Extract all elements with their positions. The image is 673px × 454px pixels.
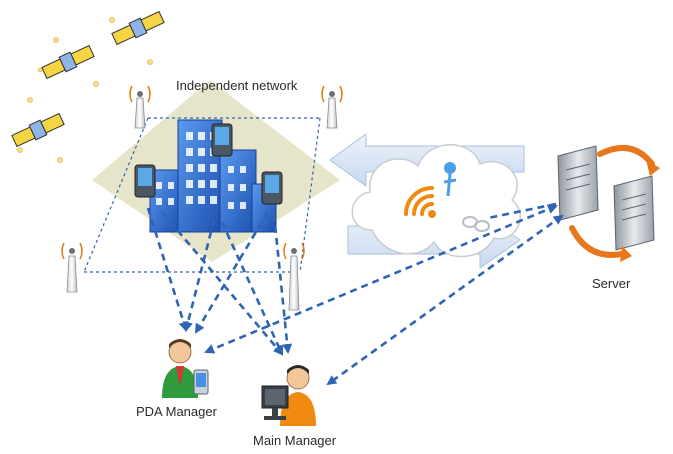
- satellite-icon: [111, 10, 165, 46]
- pda-manager-label: PDA Manager: [136, 404, 217, 419]
- antenna-tower-icon: [283, 242, 305, 311]
- satellite-icon: [11, 112, 65, 148]
- network-label: Independent network: [176, 78, 298, 93]
- sync-arrows-icon: [569, 144, 655, 258]
- main-manager-label: Main Manager: [253, 433, 337, 448]
- pda-device-icon: [261, 171, 283, 205]
- antenna-tower-icon: [61, 242, 83, 293]
- satellite-icon: [41, 44, 95, 80]
- sync-arrowhead: [646, 160, 660, 176]
- pda-device-icon: [193, 369, 209, 395]
- figure-icon: [443, 162, 457, 197]
- antenna-tower-icon: [129, 85, 151, 129]
- pda-device-icon: [211, 123, 233, 157]
- server-icon: [613, 175, 655, 251]
- star-decoration: [17, 17, 153, 163]
- sync-arrowhead: [620, 246, 632, 262]
- monitor-icon: [261, 385, 289, 420]
- pda-device-icon: [134, 164, 156, 198]
- person-icon: [162, 339, 198, 398]
- antenna-tower-icon: [321, 85, 343, 129]
- server-label: Server: [592, 276, 631, 291]
- person-icon: [280, 365, 316, 426]
- connection-links: [146, 202, 564, 386]
- server-icon: [557, 145, 599, 221]
